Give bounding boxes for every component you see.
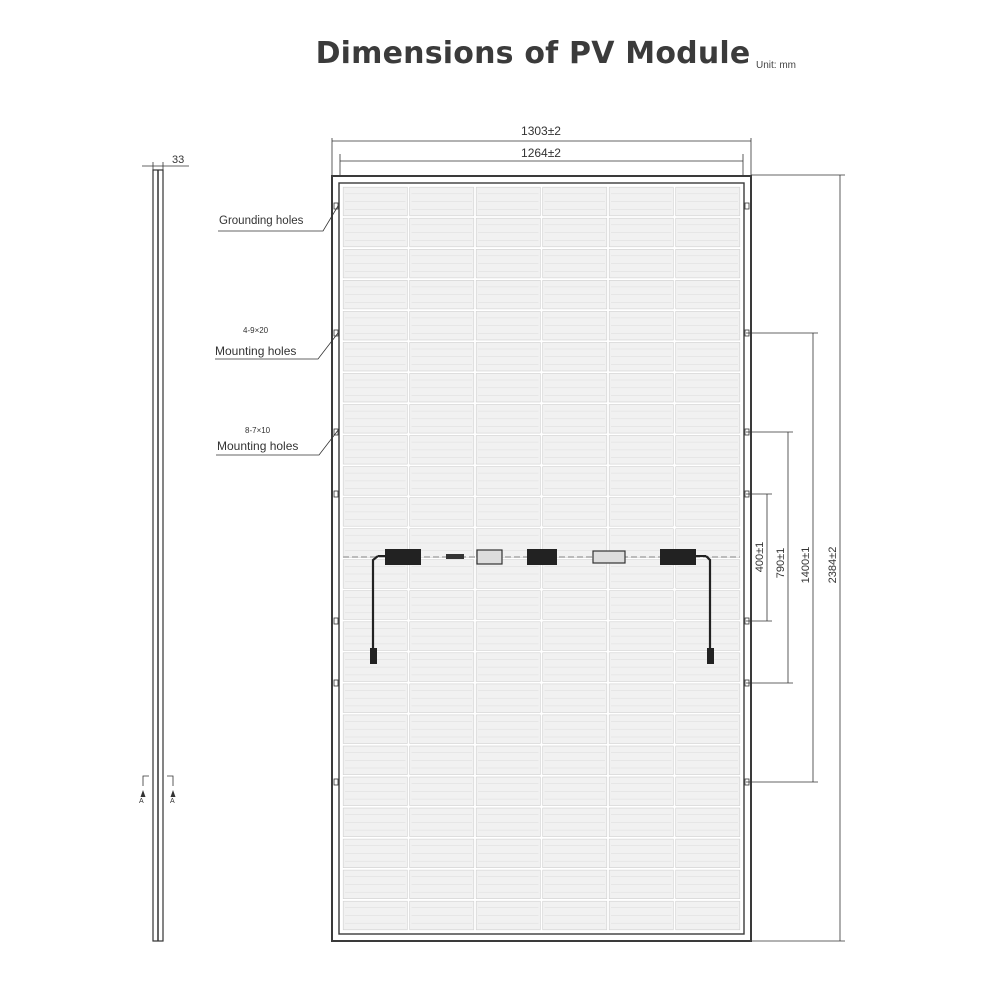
connector-left [385,549,421,565]
length-label: 2384±2 [827,547,839,584]
svg-text:Mounting holes: Mounting holes [215,344,296,358]
frame-hole [333,490,339,498]
unit-label: Unit: mm [756,60,796,71]
frame-hole [333,202,339,210]
right-dimensions: 2384±2 1400±1 790±1 400±1 [746,174,845,942]
frame-thickness-label: 33 [172,154,184,166]
svg-text:A: A [139,798,144,805]
overall-width-label: 1303±2 [521,124,561,138]
frame-hole [744,202,750,210]
cell-grid [342,186,741,931]
width-dimensions: 1303±2 1264±2 [331,124,752,184]
frame-hole [333,679,339,687]
section-marker-left: A [139,775,149,805]
svg-text:Mounting holes: Mounting holes [217,439,298,453]
callout-mounting-a: 4-9×20 Mounting holes [215,326,339,360]
frame-hole [333,778,339,786]
frame-hole [333,617,339,625]
frame-hole [333,428,339,436]
svg-text:Grounding holes: Grounding holes [219,215,304,227]
cable-right [705,555,712,648]
connector-right [660,549,696,565]
cable-left [371,555,379,648]
callout-mounting-b: 8-7×10 Mounting holes [216,426,340,456]
inner-width-label: 1264±2 [521,146,561,160]
page-title: Dimensions of PV Module [315,36,751,71]
junction-box-3 [592,550,626,564]
side-profile: 33 A A [139,154,189,942]
svg-text:4-9×20: 4-9×20 [243,326,269,335]
callout-grounding: Grounding holes [218,205,339,232]
section-marker-right: A [167,775,176,805]
junction-box-2 [527,549,557,565]
mount-790-label: 790±1 [775,548,787,579]
junction-box-row [343,549,740,664]
svg-text:A: A [170,798,175,805]
mount-400-label: 400±1 [754,542,766,573]
junction-box-1 [476,549,503,565]
mount-1400-label: 1400±1 [800,547,812,584]
svg-text:8-7×10: 8-7×10 [245,426,271,435]
